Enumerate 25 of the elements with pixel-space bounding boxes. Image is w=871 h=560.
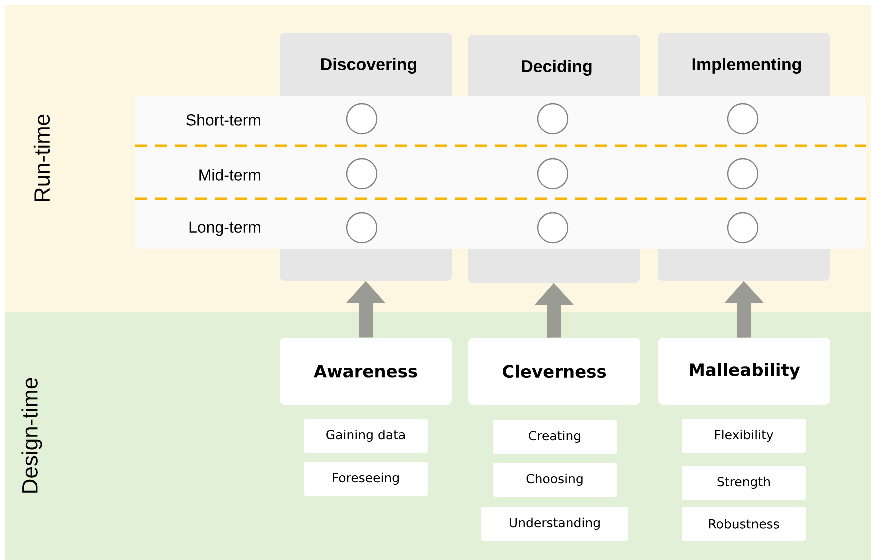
circle — [727, 103, 759, 135]
item-box: Flexibility — [682, 419, 806, 453]
item-box: Gaining data — [304, 419, 428, 453]
circle — [537, 158, 569, 190]
item-box: Robustness — [682, 507, 806, 541]
category-box: Malleability — [658, 338, 830, 405]
category-box: Cleverness — [468, 338, 640, 405]
circle — [346, 212, 378, 244]
item-box: Strength — [682, 466, 806, 500]
band-label: Run-time — [34, 114, 50, 202]
item-box: Creating — [493, 420, 617, 454]
band-label: Design-time — [22, 378, 42, 493]
circle — [537, 212, 569, 244]
row-label: Short-term — [186, 114, 260, 126]
category-box: Awareness — [280, 338, 452, 405]
circle — [346, 103, 378, 135]
item-box: Understanding — [482, 507, 628, 541]
row-label: Mid-term — [200, 169, 260, 181]
item-box: Foreseeing — [304, 462, 428, 496]
circle — [727, 212, 759, 244]
circle — [727, 158, 759, 190]
circle — [346, 158, 378, 190]
row-label: Long-term — [190, 222, 260, 236]
item-box: Choosing — [493, 463, 617, 497]
circle — [537, 103, 569, 135]
